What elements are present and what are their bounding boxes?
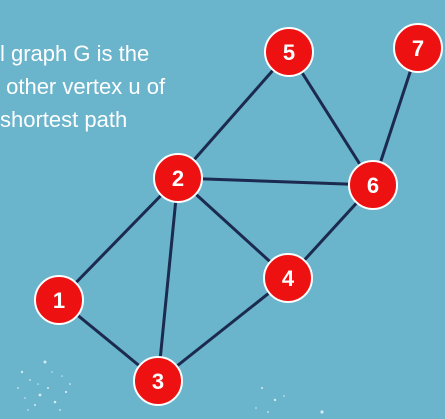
vertex-7: 7 bbox=[393, 23, 443, 73]
sparkle-dot bbox=[29, 379, 31, 381]
vertex-circle-7 bbox=[393, 23, 443, 73]
sparkle-dot bbox=[43, 360, 47, 364]
edge-2-5 bbox=[176, 51, 291, 179]
vertex-3: 3 bbox=[133, 356, 183, 406]
sparkle-dot bbox=[53, 400, 57, 404]
vertex-6: 6 bbox=[348, 160, 398, 210]
sparkle-dot bbox=[261, 387, 263, 389]
decorative-sparkles bbox=[17, 360, 324, 414]
graph-edges bbox=[57, 47, 420, 383]
vertex-circle-1 bbox=[34, 275, 84, 325]
sparkle-dot bbox=[34, 404, 36, 406]
vertex-1: 1 bbox=[34, 275, 84, 325]
caption-line-3: shortest path bbox=[0, 107, 128, 132]
sparkle-dot bbox=[283, 395, 285, 397]
vertex-5: 5 bbox=[264, 27, 314, 77]
vertex-circle-2 bbox=[153, 153, 203, 203]
vertex-label-4: 4 bbox=[282, 266, 295, 291]
edge-3-4 bbox=[157, 276, 289, 383]
sparkle-dot bbox=[27, 409, 29, 411]
edge-1-2 bbox=[57, 176, 180, 302]
vertex-circle-5 bbox=[264, 27, 314, 77]
vertex-2: 2 bbox=[153, 153, 203, 203]
sparkle-dot bbox=[61, 375, 63, 377]
sparkle-dot bbox=[64, 390, 68, 394]
sparkle-dot bbox=[69, 383, 71, 385]
vertex-label-2: 2 bbox=[172, 166, 184, 191]
edge-5-6 bbox=[287, 51, 375, 186]
vertex-4: 4 bbox=[263, 253, 313, 303]
sparkle-dot bbox=[59, 409, 61, 411]
vertex-label-3: 3 bbox=[152, 369, 164, 394]
sparkle-dot bbox=[24, 397, 26, 399]
graph-nodes: 1 2 3 4 5 6 7 bbox=[34, 23, 443, 406]
edge-2-3 bbox=[156, 177, 180, 382]
sparkle-dot bbox=[255, 407, 257, 409]
caption-line-1: l graph G is the bbox=[0, 41, 150, 66]
sparkle-dot bbox=[20, 370, 24, 374]
sparkle-dot bbox=[17, 387, 19, 389]
sparkle-dot bbox=[273, 398, 277, 402]
caption-line-2: other vertex u of bbox=[0, 74, 166, 99]
sparkle-dot bbox=[37, 383, 39, 385]
vertex-circle-4 bbox=[263, 253, 313, 303]
vertex-circle-3 bbox=[133, 356, 183, 406]
sparkle-dot bbox=[51, 371, 53, 373]
sparkle-dot bbox=[320, 410, 324, 414]
sparkle-dot bbox=[38, 393, 42, 397]
vertex-label-5: 5 bbox=[283, 40, 295, 65]
caption-text: l graph G is the other vertex u of short… bbox=[0, 37, 165, 136]
sparkle-dot bbox=[267, 411, 269, 413]
vertex-label-7: 7 bbox=[412, 36, 424, 61]
edge-2-6 bbox=[177, 176, 374, 187]
vertex-label-1: 1 bbox=[53, 288, 65, 313]
vertex-circle-6 bbox=[348, 160, 398, 210]
vertex-label-6: 6 bbox=[367, 173, 379, 198]
sparkle-dot bbox=[47, 387, 49, 389]
